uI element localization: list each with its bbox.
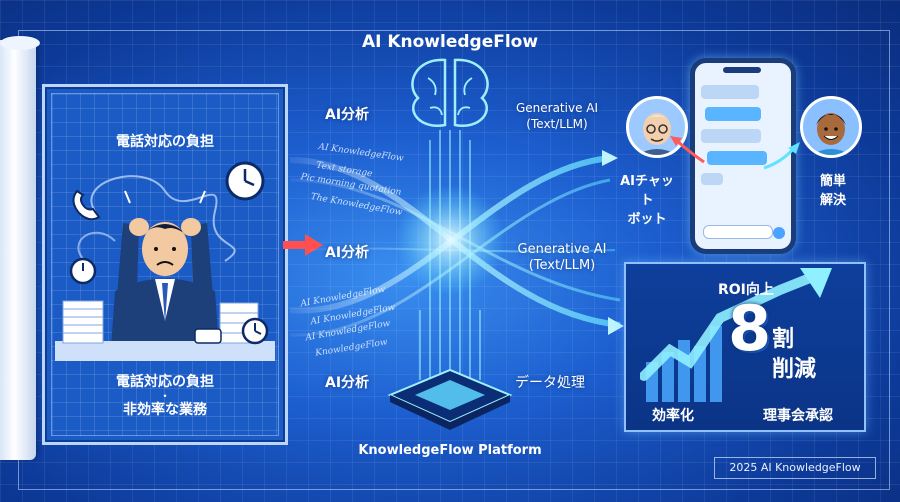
chat-bubble (705, 107, 761, 121)
page-title: AI KnowledgeFlow (361, 32, 539, 52)
efficiency-label: 効率化 (652, 408, 694, 424)
send-icon (773, 227, 785, 239)
roi-reduction-number: 8 (728, 292, 772, 365)
problem-bottom-line1: 電話対応の負担 (116, 374, 214, 390)
label-generative-ai-2: Generative AI (Text/LLM) (502, 242, 622, 274)
roi-title: ROI向上 (718, 282, 774, 298)
easy-resolve-line2: 解決 (819, 193, 846, 208)
stressed-worker-illustration (55, 161, 275, 361)
roi-unit-line2: 削減 (772, 357, 817, 382)
elderly-user-avatar (626, 96, 688, 158)
platform-label: KnowledgeFlow Platform (358, 443, 542, 458)
clock-icon (225, 161, 265, 201)
chat-bubble (701, 129, 761, 143)
smartphone-chat-mockup (690, 58, 796, 254)
typing-indicator (701, 173, 723, 185)
problem-panel: 電話対応の負担 (42, 84, 288, 445)
label-ai-analysis-3: AI分析 (325, 375, 370, 391)
easy-resolve-label: 簡単 解決 (808, 172, 858, 210)
roi-unit-line1: 割 (772, 327, 795, 352)
elderly-person-icon (637, 113, 677, 155)
chat-bubble (701, 85, 759, 99)
processor-chip-icon (387, 368, 513, 430)
chatbot-label-line2: ボット (627, 212, 667, 227)
roi-panel (624, 262, 866, 432)
young-person-icon (811, 113, 851, 155)
problem-bottom-dot: ・ (158, 389, 171, 403)
ai-flow-graphic (290, 58, 624, 430)
label-ai-analysis-1: AI分析 (325, 107, 370, 123)
brain-icon (411, 58, 489, 128)
gen-ai-2-line1: Generative AI (517, 242, 607, 257)
problem-top-label: 電話対応の負担 (116, 134, 214, 150)
document-stack-icon (62, 300, 104, 344)
label-data-processing: データ処理 (515, 375, 585, 391)
chat-bubble (707, 151, 767, 165)
phone-notch (723, 67, 761, 73)
gen-ai-1-line1: Generative AI (515, 101, 599, 115)
easy-resolve-line1: 簡単 (819, 174, 846, 189)
board-approval-label: 理事会承認 (763, 408, 833, 424)
young-user-avatar (800, 96, 862, 158)
footer-copyright: 2025 AI KnowledgeFlow (714, 457, 876, 479)
chatbot-label: AIチャット ボット (615, 172, 679, 229)
chatbot-label-line1: AIチャット (620, 174, 674, 208)
growth-chart-icon (640, 268, 832, 402)
gen-ai-1-line2: (Text/LLM) (526, 117, 588, 131)
paper-scroll-top (0, 36, 40, 50)
label-generative-ai-1: Generative AI (Text/LLM) (502, 100, 612, 132)
problem-bottom-line2: 非効率な業務 (123, 402, 207, 418)
gen-ai-2-line2: (Text/LLM) (528, 258, 596, 273)
paper-scroll-decoration (0, 40, 36, 460)
label-ai-analysis-2: AI分析 (325, 245, 370, 261)
chat-arrows (670, 136, 800, 170)
phone-message-input (703, 225, 773, 239)
